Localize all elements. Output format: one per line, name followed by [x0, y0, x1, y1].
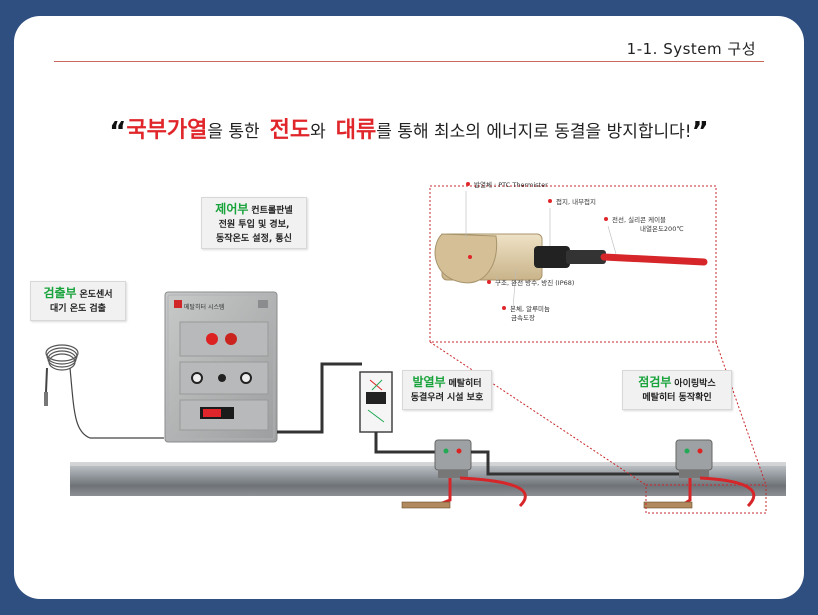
detector-line1: 대기 온도 검출	[50, 304, 106, 314]
callout-cable-temp: 내열온도200℃	[640, 225, 684, 233]
control-panel	[164, 291, 278, 443]
headline: “국부가열을 통한 전도와 대류를 통해 최소의 에너지로 동결을 방지합니다!”	[14, 112, 804, 147]
label-detector-unit: 검출부 온도센서 대기 온도 검출	[30, 281, 126, 321]
heater-line1: 동결우려 시설 보호	[410, 393, 484, 403]
heater-box	[434, 439, 472, 478]
control-sub: 컨트롤판넬	[251, 206, 293, 216]
headline-text-2: 와	[310, 122, 326, 142]
control-line2: 동작온도 설정, 통신	[216, 234, 292, 244]
open-quote: “	[109, 117, 127, 147]
callout-grounding: 접지, 내부접지	[548, 198, 596, 207]
control-line1: 전원 투입 및 경보,	[218, 220, 290, 230]
panel-title: 메탈히터 시스템	[184, 303, 225, 311]
callout-cable: 전선, 실리콘 케이블	[604, 216, 666, 225]
header-divider	[54, 61, 764, 62]
headline-local-heating: 국부가열	[126, 118, 208, 143]
detector-sub: 온도센서	[79, 290, 113, 300]
detector-title: 검출부	[43, 286, 77, 300]
callout-structure: 구조, 완전 방수, 방진 (IP68)	[487, 279, 574, 288]
control-title: 제어부	[215, 202, 249, 216]
label-check-unit: 점검부 아이링박스 메탈히터 동작확인	[622, 370, 732, 410]
headline-convection: 대류	[335, 118, 377, 143]
callout-coating: 금속도장	[511, 314, 535, 322]
close-quote: ”	[691, 117, 709, 147]
label-heater-unit: 발열부 메탈히터 동결우려 시설 보호	[402, 370, 492, 410]
check-sub: 아이링박스	[674, 379, 716, 389]
label-control-unit: 제어부 컨트롤판넬 전원 투입 및 경보, 동작온도 설정, 통신	[201, 197, 307, 249]
headline-text-3: 를 통해 최소의 에너지로 동결을 방지합니다!	[376, 122, 692, 142]
pipe	[70, 462, 786, 496]
heater-title: 발열부	[412, 375, 446, 389]
check-title: 점검부	[638, 375, 672, 389]
heater-sub: 메탈히터	[448, 379, 482, 389]
headline-text-1: 을 통한	[207, 122, 260, 142]
callout-heating-element: 발열체 : PTC Thermister	[466, 181, 548, 190]
page-title: 1-1. System 구성	[626, 40, 756, 58]
zoomed-heater-sensor	[434, 233, 708, 284]
headline-conduction: 전도	[269, 118, 311, 143]
junction-box	[359, 371, 393, 433]
temperature-sensor	[44, 344, 164, 439]
check-box	[675, 439, 713, 478]
check-line1: 메탈히터 동작확인	[642, 393, 712, 403]
callout-body-material: 본체, 알루미늄	[502, 305, 550, 314]
